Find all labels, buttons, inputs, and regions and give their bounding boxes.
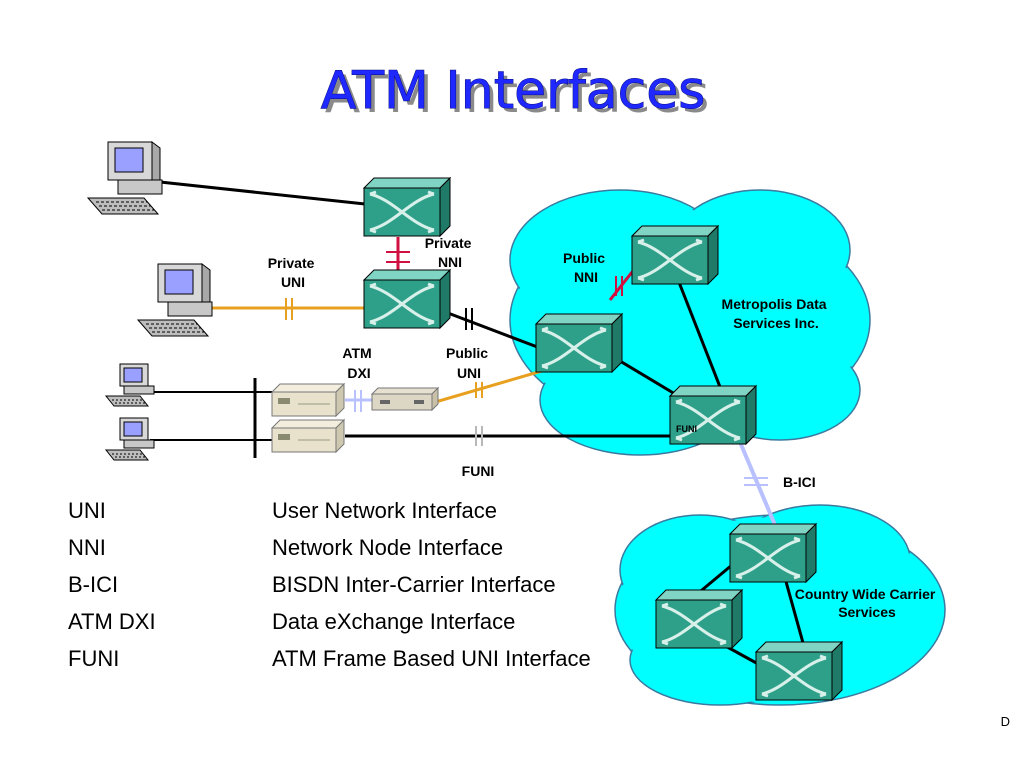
public-switch-top: [630, 224, 720, 286]
private-switch-bottom: [362, 268, 452, 330]
label-private-nni: Private NNI: [425, 235, 476, 270]
dxi-device: [370, 386, 440, 412]
legend-desc-uni: User Network Interface: [272, 498, 497, 523]
label-public-nni: Public NNI: [563, 250, 609, 285]
carrier-switch-left: [654, 588, 744, 650]
label-private-uni: Private UNI: [268, 255, 319, 290]
label-atm-dxi: ATM DXI: [342, 345, 375, 381]
workstation-1: [87, 141, 163, 215]
label-funi: FUNI: [462, 463, 495, 479]
label-funi-switch: FUNI: [676, 424, 697, 434]
legend-desc-nni: Network Node Interface: [272, 535, 504, 560]
legend-descriptions: User Network Interface Network Node Inte…: [272, 492, 591, 677]
label-public-uni: Public UNI: [446, 345, 492, 381]
carrier-switch-bottom: [754, 640, 844, 702]
router-2: [271, 419, 345, 453]
legend-abbr-uni: UNI: [68, 498, 106, 523]
legend-desc-b-ici: BISDN Inter-Carrier Interface: [272, 572, 556, 597]
page-title: ATM Interfaces: [321, 61, 706, 121]
page-number: D: [1000, 714, 1010, 729]
label-country-wide: Country Wide Carrier Services: [795, 586, 940, 620]
title-shadow: ATM Interfaces: [325, 65, 710, 125]
legend-abbr-atm-dxi: ATM DXI: [68, 609, 156, 634]
workstation-2: [137, 263, 213, 337]
router-1: [271, 383, 345, 417]
legend-desc-funi: ATM Frame Based UNI Interface: [272, 646, 591, 671]
legend-abbr-nni: NNI: [68, 535, 106, 560]
public-switch-left: [534, 312, 624, 374]
funi-switch: [668, 384, 758, 446]
interface-markers: [285, 251, 768, 486]
legend-abbreviations: UNI NNI B-ICI ATM DXI FUNI: [68, 492, 156, 677]
carrier-switch-top: [728, 522, 818, 584]
legend-abbr-funi: FUNI: [68, 646, 120, 671]
legend-abbr-b-ici: B-ICI: [68, 572, 119, 597]
legend-desc-atm-dxi: Data eXchange Interface: [272, 609, 516, 634]
small-pc-1: [105, 363, 155, 407]
private-switch-top: [362, 176, 452, 238]
small-pc-2: [105, 417, 155, 461]
label-b-ici: B-ICI: [783, 474, 816, 490]
label-metropolis: Metropolis Data Services Inc.: [722, 296, 831, 331]
